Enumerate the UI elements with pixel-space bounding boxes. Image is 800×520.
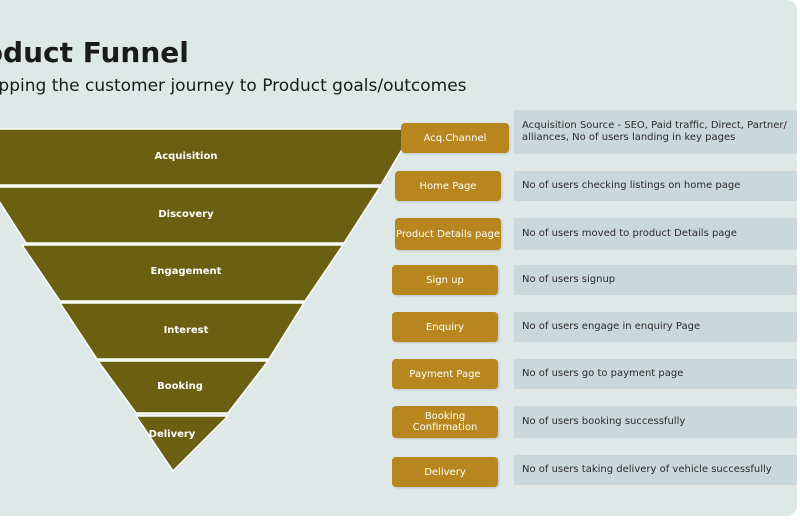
page-title: roduct Funnel — [0, 36, 189, 69]
step-delivery: Delivery — [392, 457, 498, 487]
step-product-details: Product Details page — [395, 218, 501, 250]
step-enquiry: Enquiry — [392, 312, 498, 342]
funnel-label-interest: Interest — [164, 325, 209, 336]
funnel-stage-delivery — [134, 415, 230, 473]
funnel-stage-acquisition — [0, 128, 416, 186]
step-booking-confirmation: Booking Confirmation — [392, 406, 498, 438]
desc-acq-channel: Acquisition Source - SEO, Paid traffic, … — [514, 110, 797, 154]
desc-sign-up: No of users signup — [514, 265, 797, 295]
desc-delivery: No of users taking delivery of vehicle s… — [514, 455, 797, 485]
funnel-stage-booking — [96, 360, 270, 414]
funnel-stage-engagement — [20, 244, 345, 302]
funnel-label-engagement: Engagement — [151, 266, 222, 277]
step-acq-channel: Acq.Channel — [401, 123, 509, 153]
funnel-label-booking: Booking — [157, 381, 203, 392]
funnel-label-discovery: Discovery — [158, 209, 214, 220]
desc-home-page: No of users checking listings on home pa… — [514, 171, 797, 201]
funnel-stage-discovery — [0, 186, 382, 244]
funnel-stage-interest — [58, 302, 306, 360]
step-payment-page: Payment Page — [392, 359, 498, 389]
step-home-page: Home Page — [395, 171, 501, 201]
funnel-diagram: Acquisition Discovery Engagement Interes… — [0, 128, 416, 473]
desc-payment-page: No of users go to payment page — [514, 359, 797, 389]
desc-booking-confirmation: No of users booking successfully — [514, 406, 797, 438]
desc-product-details: No of users moved to product Details pag… — [514, 218, 797, 250]
step-sign-up: Sign up — [392, 265, 498, 295]
funnel-label-acquisition: Acquisition — [155, 151, 218, 162]
page-subtitle: apping the customer journey to Product g… — [0, 76, 467, 96]
funnel-label-delivery: Delivery — [149, 429, 196, 440]
desc-enquiry: No of users engage in enquiry Page — [514, 312, 797, 342]
